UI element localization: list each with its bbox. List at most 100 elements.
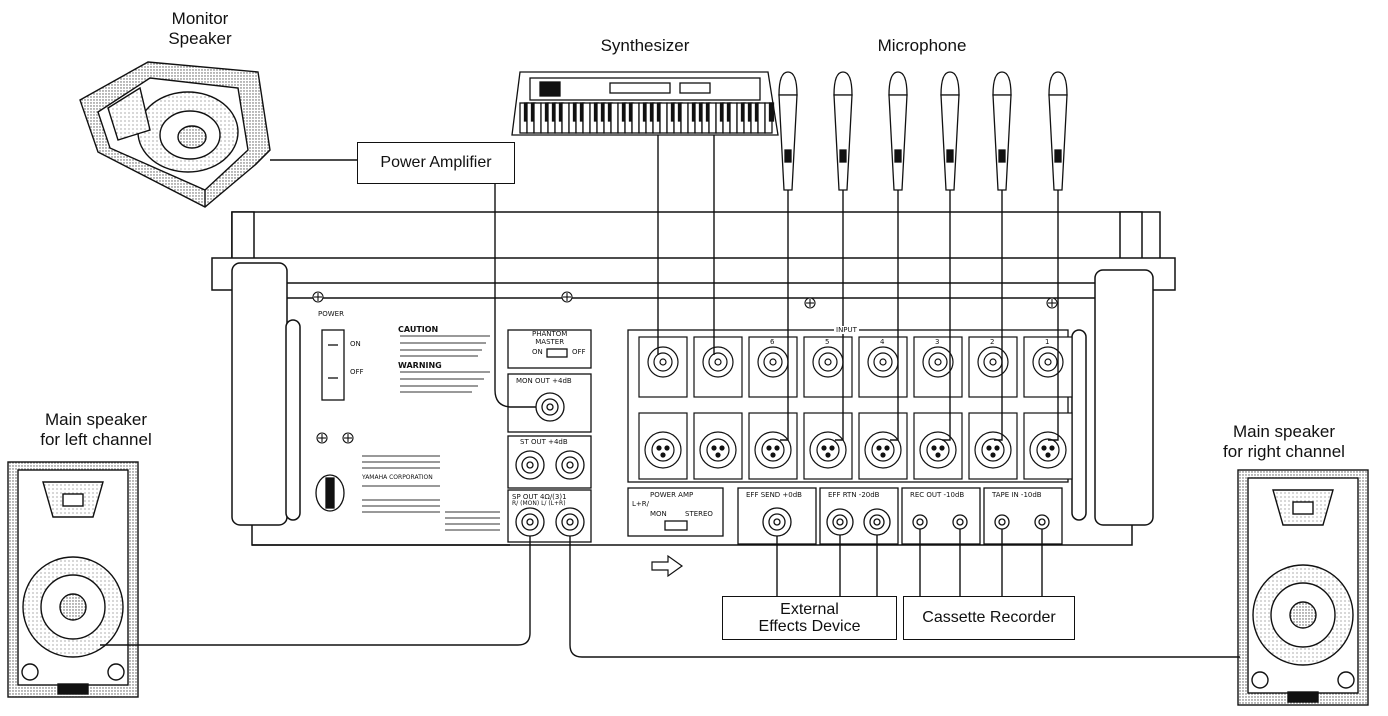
monitor-speaker-label: Monitor Speaker bbox=[150, 9, 250, 49]
xlr-pin bbox=[719, 445, 725, 451]
xlr-pin bbox=[829, 445, 835, 451]
eff-send-label: EFF SEND +0dB bbox=[746, 491, 802, 499]
warning-label: WARNING bbox=[398, 361, 442, 370]
synth-key bbox=[729, 102, 738, 134]
yamaha-label: YAMAHA CORPORATION bbox=[362, 474, 433, 481]
xlr-pin bbox=[1041, 445, 1047, 451]
xlr-pin bbox=[664, 445, 670, 451]
eff-rtn-label: EFF RTN -20dB bbox=[828, 491, 880, 499]
eff-rtn-box bbox=[819, 487, 899, 545]
speaker-port bbox=[107, 663, 125, 681]
synth-key bbox=[561, 102, 570, 134]
synth-key bbox=[610, 102, 619, 134]
power-amplifier-box: Power Amplifier bbox=[357, 142, 515, 184]
speaker-port bbox=[21, 663, 39, 681]
monitor-speaker-label-line1: Monitor bbox=[171, 9, 229, 28]
input-channels bbox=[638, 336, 1073, 480]
xlr-jack-inner bbox=[981, 438, 1005, 462]
line-jack-center bbox=[934, 358, 942, 366]
speaker-dust-cap bbox=[1289, 601, 1317, 629]
mon-out-label: MON OUT +4dB bbox=[516, 377, 572, 385]
power-cord-socket bbox=[315, 474, 345, 512]
sp-out-sub-label: R/ (MON) L/ (L+R) bbox=[512, 500, 566, 507]
line-jack-center bbox=[769, 358, 777, 366]
xlr-pin bbox=[711, 445, 717, 451]
microphone-head bbox=[940, 71, 960, 96]
channel-number-4: 4 bbox=[880, 338, 885, 346]
synthesizer-label: Synthesizer bbox=[600, 36, 690, 55]
synth-key bbox=[680, 102, 689, 134]
xlr-jack-inner bbox=[761, 438, 785, 462]
xlr-pin bbox=[931, 445, 937, 451]
synth-black-key bbox=[768, 102, 775, 122]
xlr-pin bbox=[821, 445, 827, 451]
synth-key bbox=[757, 102, 766, 134]
xlr-pin bbox=[766, 445, 772, 451]
microphone-head bbox=[1048, 71, 1068, 96]
microphone-body bbox=[992, 94, 1012, 191]
speaker-horn-throat bbox=[1292, 501, 1314, 515]
main-speaker-left-label: Main speaker for left channel bbox=[16, 410, 176, 450]
phantom-line1: PHANTOM bbox=[532, 330, 568, 338]
power-amp-label: POWER AMP bbox=[650, 491, 694, 499]
cassette-recorder-box: Cassette Recorder bbox=[903, 596, 1075, 640]
microphone-badge bbox=[998, 149, 1006, 163]
st-out-label: ST OUT +4dB bbox=[520, 438, 568, 446]
microphone-body bbox=[1048, 94, 1068, 191]
line-jack-center bbox=[659, 358, 667, 366]
monitor-speaker-illustration bbox=[79, 61, 271, 208]
monitor-speaker-label-line2: Speaker bbox=[168, 29, 232, 48]
xlr-pin bbox=[656, 445, 662, 451]
microphone-badge bbox=[839, 149, 847, 163]
channel-number-1: 1 bbox=[1045, 338, 1050, 346]
power-switch bbox=[321, 329, 345, 401]
st-out-box bbox=[507, 435, 592, 489]
main-speaker-right-label: Main speaker for right channel bbox=[1196, 422, 1372, 462]
line-jack-center bbox=[824, 358, 832, 366]
main-speaker-left-line2: for left channel bbox=[40, 430, 152, 449]
phantom-off-label: OFF bbox=[572, 348, 586, 356]
rec-out-box bbox=[901, 487, 981, 545]
speaker-port bbox=[1251, 671, 1269, 689]
microphone-body bbox=[778, 94, 798, 191]
caution-text-block bbox=[362, 335, 500, 531]
synthesizer-illustration bbox=[511, 71, 779, 136]
xlr-pin bbox=[986, 445, 992, 451]
power-label: POWER bbox=[318, 310, 344, 318]
phantom-on-label: ON bbox=[532, 348, 543, 356]
synth-key bbox=[533, 102, 542, 134]
synth-key bbox=[708, 102, 717, 134]
microphone-head bbox=[778, 71, 798, 96]
microphone-badge bbox=[1054, 149, 1062, 163]
microphone-body bbox=[888, 94, 908, 191]
channel-number-3: 3 bbox=[935, 338, 940, 346]
channel-number-5: 5 bbox=[825, 338, 830, 346]
speaker-dust-cap bbox=[59, 593, 87, 621]
phantom-master-label: PHANTOM MASTER bbox=[532, 330, 567, 346]
xlr-pin bbox=[935, 452, 941, 458]
sp-out-label: SP OUT 4Ω/(3)1 bbox=[512, 493, 567, 501]
xlr-jack-inner bbox=[871, 438, 895, 462]
main-speaker-left-illustration bbox=[7, 461, 139, 698]
microphone-body bbox=[833, 94, 853, 191]
power-amp-sub-label: L+R/ bbox=[632, 500, 649, 508]
microphones bbox=[778, 71, 1068, 191]
line-jack-center bbox=[879, 358, 887, 366]
speaker-port bbox=[1337, 671, 1355, 689]
xlr-jack-inner bbox=[1036, 438, 1060, 462]
power-amp-box bbox=[627, 487, 724, 537]
main-speaker-right-line1: Main speaker bbox=[1232, 422, 1336, 441]
xlr-pin bbox=[1049, 445, 1055, 451]
xlr-jack-inner bbox=[926, 438, 950, 462]
phantom-master-box bbox=[507, 329, 592, 369]
external-effects-line1: External bbox=[780, 601, 839, 618]
xlr-jack-inner bbox=[651, 438, 675, 462]
xlr-pin bbox=[715, 452, 721, 458]
rec-out-label: REC OUT -10dB bbox=[910, 491, 965, 499]
synth-key bbox=[631, 102, 640, 134]
external-effects-line2: Effects Device bbox=[758, 618, 861, 635]
xlr-pin bbox=[774, 445, 780, 451]
microphone-badge bbox=[894, 149, 902, 163]
microphone-head bbox=[992, 71, 1012, 96]
